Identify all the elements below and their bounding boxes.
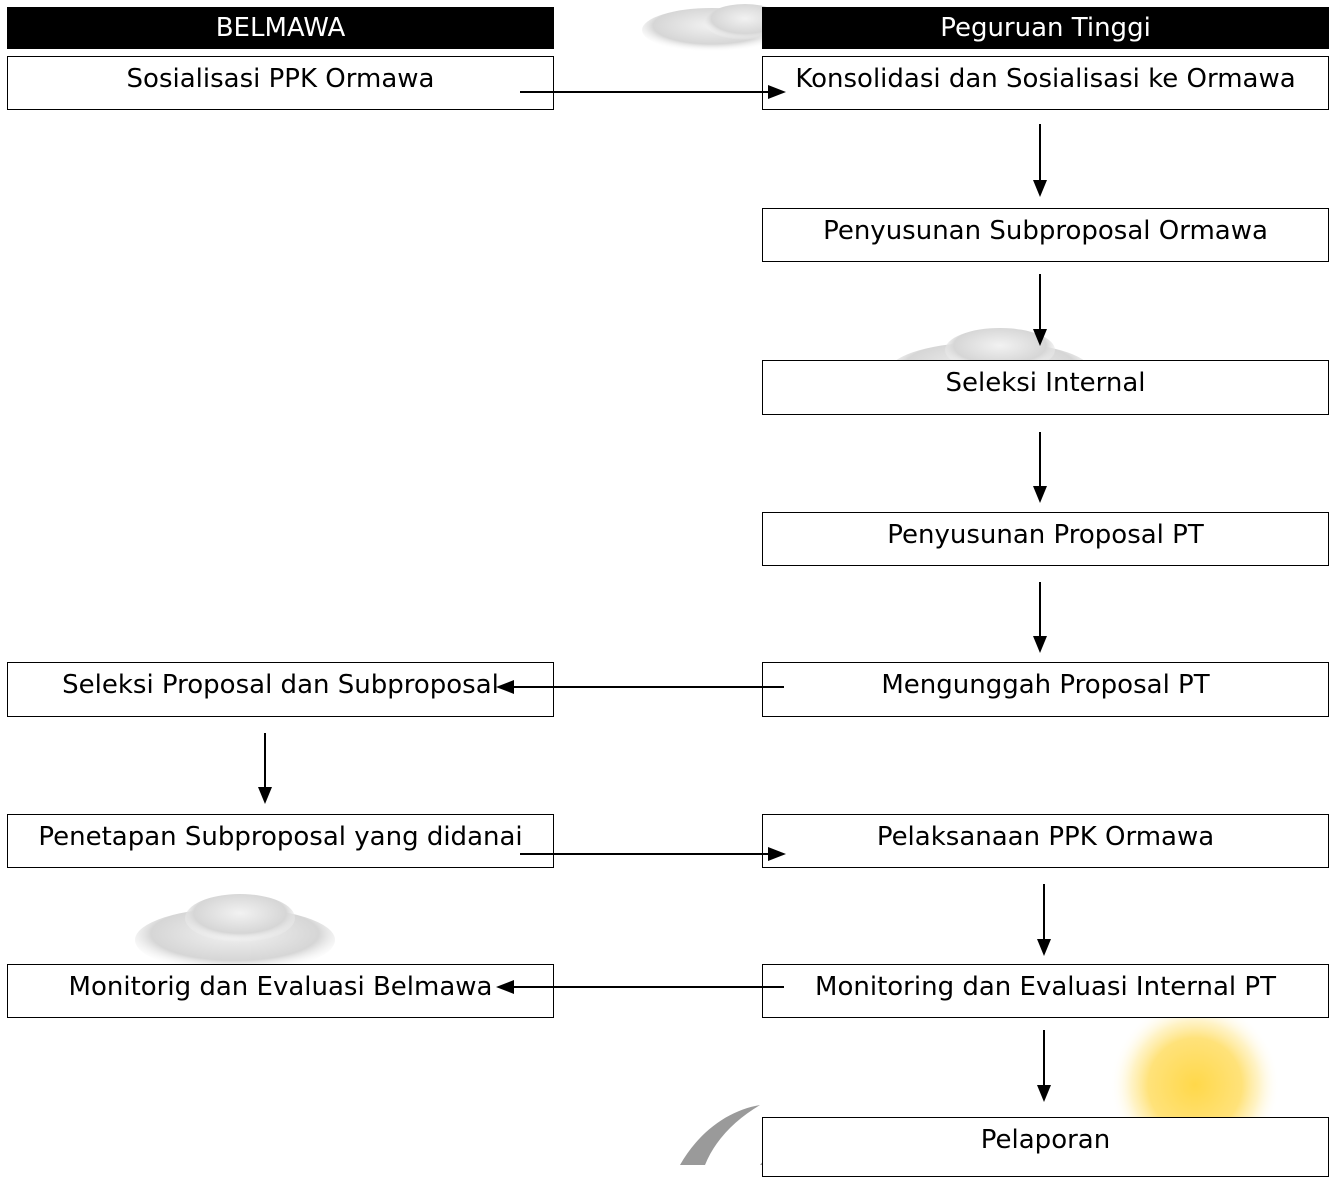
- step-penetapan-subproposal: Penetapan Subproposal yang didanai: [7, 814, 554, 868]
- step-penyusunan-proposal-pt: Penyusunan Proposal PT: [762, 512, 1329, 566]
- step-seleksi-internal: Seleksi Internal: [762, 360, 1329, 415]
- step-penyusunan-subproposal: Penyusunan Subproposal Ormawa: [762, 208, 1329, 262]
- step-monitoring-internal-pt: Monitoring dan Evaluasi Internal PT: [762, 964, 1329, 1018]
- step-sosialisasi-ppk-ormawa: Sosialisasi PPK Ormawa: [7, 56, 554, 110]
- step-pelaporan: Pelaporan: [762, 1117, 1329, 1177]
- step-mengunggah-proposal-pt: Mengunggah Proposal PT: [762, 662, 1329, 717]
- header-perguruan-tinggi: Peguruan Tinggi: [762, 7, 1329, 49]
- step-pelaksanaan-ppk-ormawa: Pelaksanaan PPK Ormawa: [762, 814, 1329, 868]
- header-belmawa: BELMAWA: [7, 7, 554, 49]
- step-monitoring-belmawa: Monitorig dan Evaluasi Belmawa: [7, 964, 554, 1018]
- cloud-icon: [135, 894, 335, 972]
- step-konsolidasi: Konsolidasi dan Sosialisasi ke Ormawa: [762, 56, 1329, 110]
- step-seleksi-proposal: Seleksi Proposal dan Subproposal: [7, 662, 554, 717]
